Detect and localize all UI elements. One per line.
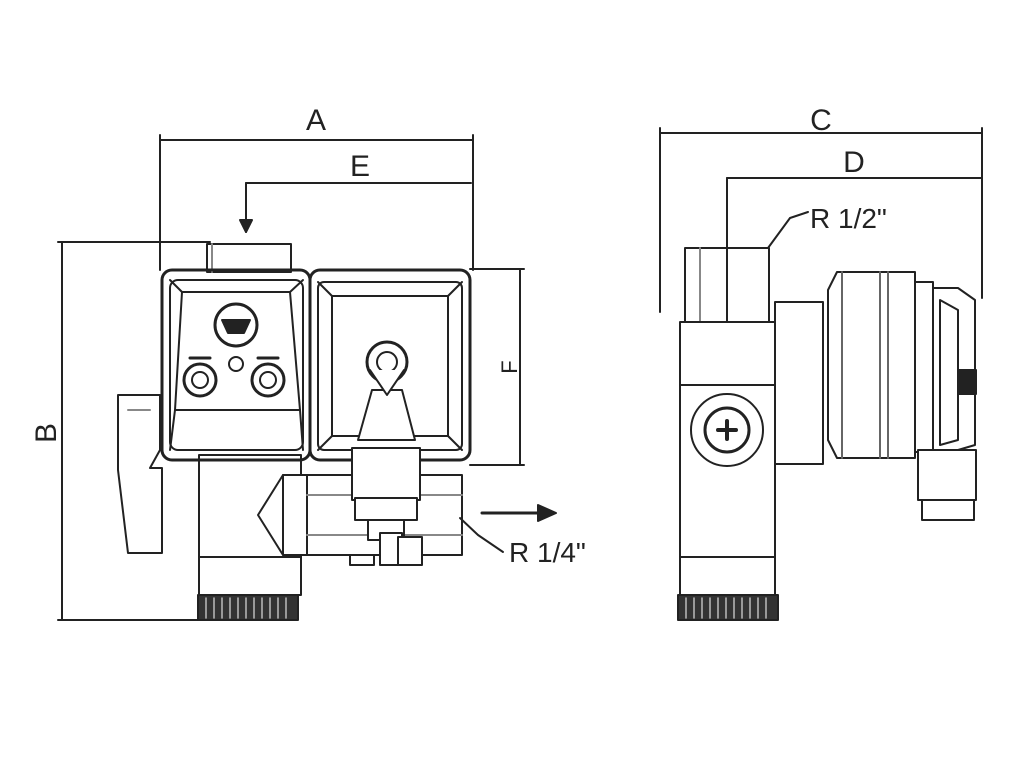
side-view: C D R 1/2" [659, 104, 983, 621]
dimension-c: C [659, 104, 983, 313]
dimension-f: F [469, 268, 525, 466]
outlet-assembly [257, 447, 463, 566]
dimension-c-label: C [810, 104, 832, 137]
dimension-a-label: A [306, 104, 326, 137]
outlet-thread-label: R 1/4" [509, 537, 586, 568]
dimension-e-label: E [350, 150, 370, 183]
dimension-e: E [239, 150, 472, 233]
connector-tab-icon [957, 369, 977, 395]
drain-cap [198, 556, 302, 596]
dimension-d-label: D [843, 146, 865, 179]
inlet-thread-label: R 1/2" [810, 203, 887, 234]
control-housing [160, 268, 312, 462]
front-view: A E B F [30, 104, 586, 621]
outlet-leader-line [459, 517, 504, 553]
side-neck [774, 301, 824, 465]
side-solenoid-coil [827, 271, 977, 521]
dimension-f-label: F [497, 360, 522, 373]
flow-direction-arrow-icon [480, 504, 557, 522]
timer-knob-left-icon [182, 356, 218, 398]
indicator-light-icon [228, 356, 244, 372]
side-drain-knurl [677, 594, 779, 621]
inlet-leader-line [767, 211, 809, 249]
timer-knob-right-icon [250, 356, 286, 398]
drain-knurl [197, 594, 299, 621]
ball-valve-icon [690, 393, 764, 467]
dimension-a: A [159, 104, 474, 271]
dimension-b: B [30, 241, 211, 621]
dimension-b-label: B [30, 423, 63, 443]
solenoid-housing [308, 268, 472, 462]
mounting-bracket [117, 394, 163, 554]
dimension-d: D [726, 146, 983, 323]
inlet-fitting [206, 243, 292, 273]
test-button-icon [213, 302, 259, 348]
